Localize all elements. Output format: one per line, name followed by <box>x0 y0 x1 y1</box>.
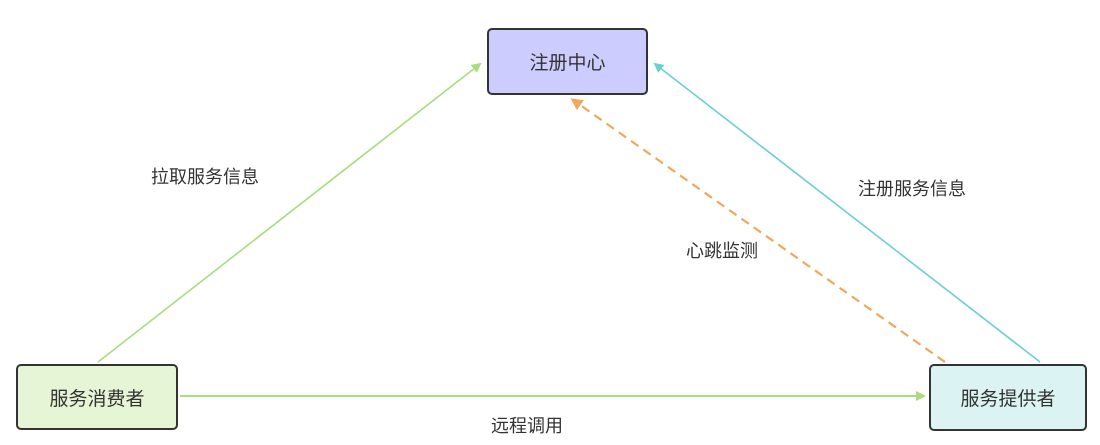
consumer-node: 服务消费者 <box>16 364 178 430</box>
registry-node-label: 注册中心 <box>529 52 606 74</box>
edge-label-pull-service-info: 拉取服务信息 <box>151 167 259 188</box>
edge-heartbeat-monitor <box>570 98 946 363</box>
consumer-node-label: 服务消费者 <box>49 387 145 410</box>
registry-node: 注册中心 <box>487 28 648 95</box>
edge-label-heartbeat-monitor: 心跳监测 <box>686 241 758 262</box>
edge-label-register-service-info: 注册服务信息 <box>858 179 966 200</box>
provider-node-label: 服务提供者 <box>960 388 1056 410</box>
edge-label-remote-call: 远程调用 <box>491 416 563 437</box>
edge-register-service-info <box>653 62 1041 363</box>
edge-pull-service-info <box>97 62 482 363</box>
provider-node: 服务提供者 <box>929 364 1087 431</box>
